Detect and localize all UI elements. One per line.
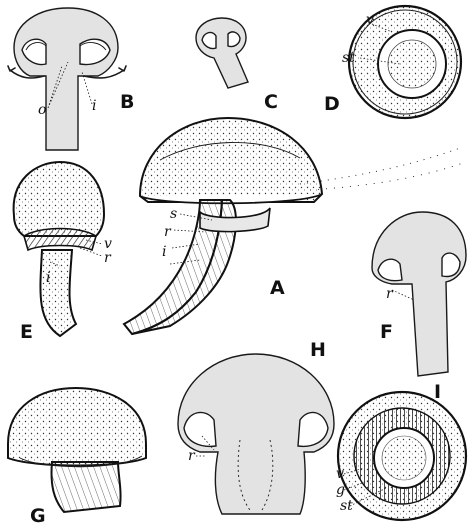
part-label-b-o: o bbox=[38, 102, 46, 118]
figure-label-b: B bbox=[120, 91, 134, 113]
figure-label-h: H bbox=[310, 339, 326, 361]
figure-g bbox=[8, 388, 146, 512]
part-label-a-i: i bbox=[162, 244, 166, 260]
part-label-e-i: i bbox=[46, 270, 50, 286]
figure-c bbox=[196, 18, 248, 88]
part-label-a-s: s bbox=[170, 206, 177, 222]
part-label-d-v: v bbox=[366, 12, 374, 28]
figure-h bbox=[178, 354, 334, 514]
part-label-d-st: st bbox=[342, 50, 355, 66]
part-label-i-v: v bbox=[336, 466, 344, 482]
figure-i bbox=[338, 392, 466, 520]
figure-label-i: I bbox=[434, 381, 441, 403]
figure-e bbox=[14, 162, 104, 336]
part-label-f-r: r bbox=[386, 286, 394, 302]
figure-label-g: G bbox=[30, 505, 46, 524]
figure-label-f: F bbox=[380, 321, 393, 343]
figure-label-e: E bbox=[20, 321, 33, 343]
figure-b bbox=[8, 8, 126, 150]
part-label-b-i: i bbox=[92, 98, 96, 114]
figure-label-a: A bbox=[270, 277, 285, 299]
part-label-i-g: g bbox=[336, 482, 345, 498]
part-label-a-r: r bbox=[164, 224, 172, 240]
part-label-e-r: r bbox=[104, 250, 112, 266]
part-label-i-st: st bbox=[340, 498, 353, 514]
figure-label-c: C bbox=[264, 91, 278, 113]
figure-label-d: D bbox=[324, 93, 340, 115]
